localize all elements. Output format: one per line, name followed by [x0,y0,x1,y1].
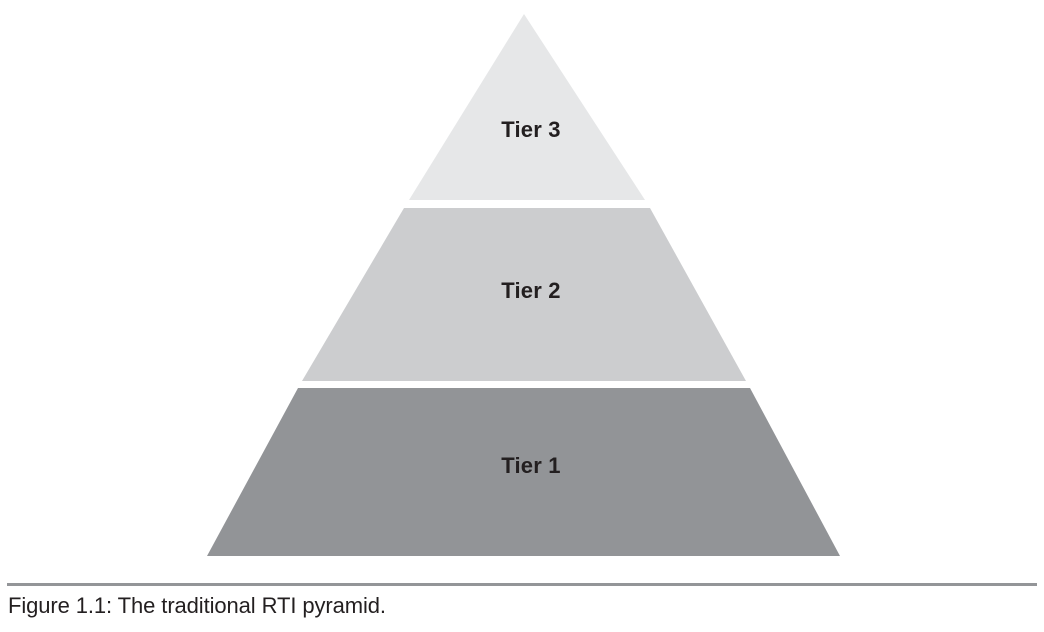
tier-1-label: Tier 1 [501,453,561,478]
tier-1-shape[interactable] [207,388,840,556]
caption-divider-rule [7,583,1037,586]
tier-2-shape[interactable] [302,208,746,381]
tier-3-shape[interactable] [409,14,645,200]
figure-caption-block: Figure 1.1: The traditional RTI pyramid. [0,570,1044,632]
pyramid-diagram: Tier 3 Tier 2 Tier 1 [207,14,840,556]
figure-caption-text: Figure 1.1: The traditional RTI pyramid. [8,593,386,618]
tier-3-label: Tier 3 [501,117,561,142]
pyramid-svg: Tier 3 Tier 2 Tier 1 [207,14,840,556]
tier-2-label: Tier 2 [501,278,561,303]
